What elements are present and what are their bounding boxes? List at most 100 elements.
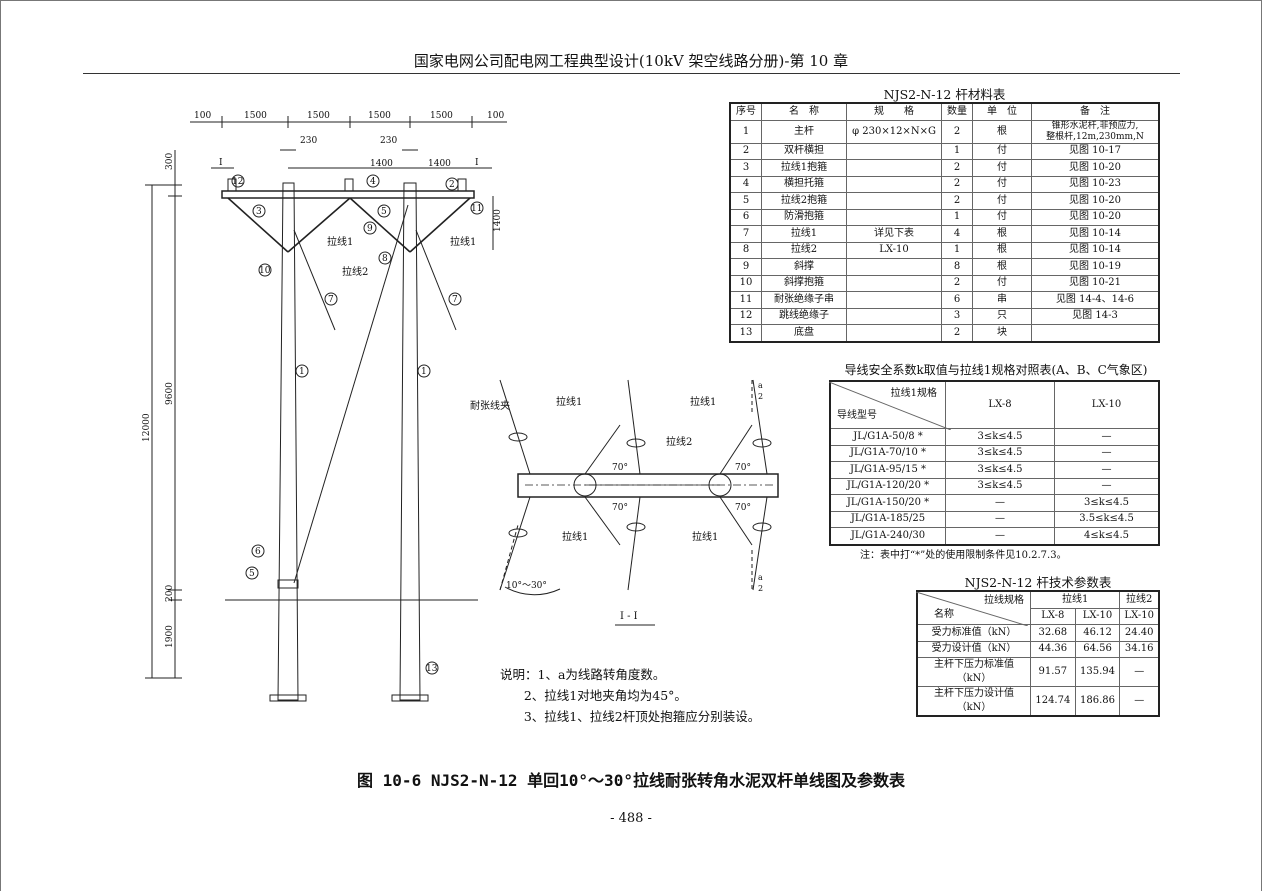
corner-top-label: 拉线规格 — [984, 595, 1024, 606]
table-cell: 耐张绝缘子串 — [761, 291, 847, 309]
dim-12000: 12000 — [142, 413, 152, 442]
guy1-label: 拉线1 — [556, 395, 582, 408]
col-header: 数量 — [941, 102, 973, 121]
table-cell: 斜撑抱箍 — [761, 274, 847, 292]
callout-6: 6 — [255, 547, 261, 557]
pole-width-dim: 230 — [300, 136, 317, 146]
table-cell: JL/G1A-150/20 * — [829, 494, 946, 512]
dim-200: 200 — [165, 585, 175, 602]
guy-wires-plan — [584, 424, 753, 546]
table-cell: 见图 10-20 — [1031, 208, 1160, 226]
callout-13: 13 — [426, 664, 438, 674]
table-cell: — — [945, 527, 1055, 545]
table-cell — [846, 324, 942, 342]
table-cell: 详见下表 — [846, 225, 942, 243]
section-mark-left: I — [219, 158, 223, 168]
table-cell: 64.56 — [1074, 640, 1121, 658]
guy1-label: 拉线1 — [327, 235, 353, 248]
table-cell — [846, 274, 942, 292]
left-pole — [277, 182, 299, 701]
guy1-label: 拉线1 — [692, 530, 718, 543]
dim-1400: 1400 — [493, 209, 503, 232]
table-cell: 见图 10-20 — [1031, 192, 1160, 210]
table-cell: 根 — [972, 241, 1032, 259]
safety-table-title: 导线安全系数k取值与拉线1规格对照表(A、B、C气象区) — [844, 363, 1148, 377]
table-cell: 3 — [941, 307, 973, 325]
callout-8: 8 — [382, 254, 388, 264]
callout-7: 7 — [328, 295, 334, 305]
table-cell: 3≤k≤4.5 — [945, 444, 1055, 462]
dim-300: 300 — [165, 153, 175, 170]
table-cell: 主杆下压力设计值（kN） — [916, 686, 1031, 717]
guy-wire-1-left — [293, 229, 336, 331]
table-cell: 根 — [972, 119, 1032, 144]
callouts: 1 1 2 3 4 5 5 6 7 7 8 9 10 11 12 13 — [231, 174, 484, 675]
dim-100-right: 100 — [487, 111, 504, 121]
tech-table-title: NJS2-N-12 杆技术参数表 — [964, 575, 1112, 590]
table-cell: 3≤k≤4.5 — [945, 461, 1055, 479]
col-header: LX-8 — [1030, 607, 1076, 625]
table-cell: 186.86 — [1074, 686, 1121, 717]
table-cell — [846, 208, 942, 226]
safety-table-note: 注：表中打“*”处的使用限制条件见10.2.7.3。 — [860, 550, 1067, 561]
top-dimensions: 100 1500 1500 1500 1500 100 230 230 1400… — [190, 111, 507, 169]
table-cell: 付 — [972, 274, 1032, 292]
table-cell: 2 — [941, 119, 973, 144]
corner-top-label: 拉线1规格 — [890, 388, 937, 399]
table-cell: — — [1054, 428, 1160, 446]
table-row: JL/G1A-120/20 *3≤k≤4.5— — [829, 477, 1160, 495]
corner-bottom-label: 名称 — [934, 609, 954, 620]
table-cell — [846, 159, 942, 177]
table-cell: — — [1119, 657, 1160, 687]
table-cell: 6 — [729, 208, 762, 226]
table-cell — [846, 258, 942, 276]
guy1-label: 拉线1 — [562, 530, 588, 543]
guy1-label: 拉线1 — [690, 395, 716, 408]
materials-table-title: NJS2-N-12 杆材料表 — [883, 87, 1006, 102]
table-cell: JL/G1A-50/8 * — [829, 428, 946, 446]
figure-caption: 图 10-6 NJS2-N-12 单回10°～30°拉线耐张转角水泥双杆单线图及… — [357, 771, 905, 790]
table-cell — [1031, 324, 1160, 342]
table-cell: 根 — [972, 258, 1032, 276]
table-cell: 见图 10-19 — [1031, 258, 1160, 276]
crossarm — [221, 190, 475, 199]
clamp — [277, 579, 299, 589]
table-cell: 8 — [941, 258, 973, 276]
table-cell: 防滑抱箍 — [761, 208, 847, 226]
table-cell: 付 — [972, 142, 1032, 160]
table-cell: 1 — [941, 142, 973, 160]
table-cell: 1 — [941, 241, 973, 259]
table-cell: — — [945, 510, 1055, 528]
dim-9600: 9600 — [165, 382, 175, 405]
table-cell: 3 — [729, 159, 762, 177]
table-cell: 只 — [972, 307, 1032, 325]
guy-wire-2 — [293, 204, 409, 584]
table-cell: JL/G1A-120/20 * — [829, 477, 946, 495]
table-cell: 拉线2 — [761, 241, 847, 259]
table-cell: 付 — [972, 159, 1032, 177]
table-cell — [846, 142, 942, 160]
table-cell: 8 — [729, 241, 762, 259]
table-cell — [846, 291, 942, 309]
table-cell: 2 — [941, 175, 973, 193]
table-cell: 4 — [729, 175, 762, 193]
section-mark-right: I — [475, 158, 479, 168]
table-cell: 见图 10-21 — [1031, 274, 1160, 292]
table-cell: 跳线绝缘子 — [761, 307, 847, 325]
table-cell: 拉线1抱箍 — [761, 159, 847, 177]
col-header: LX-10 — [1074, 607, 1121, 625]
angle-label: 70° — [735, 463, 751, 473]
table-cell: 6 — [941, 291, 973, 309]
table-row: JL/G1A-185/25—3.5≤k≤4.5 — [829, 510, 1160, 528]
table-cell: 拉线2抱箍 — [761, 192, 847, 210]
callout-1: 1 — [299, 367, 305, 377]
table-row: JL/G1A-50/8 *3≤k≤4.5— — [829, 428, 1160, 446]
col-header: LX-10 — [1119, 607, 1160, 625]
dim-1900: 1900 — [165, 625, 175, 648]
